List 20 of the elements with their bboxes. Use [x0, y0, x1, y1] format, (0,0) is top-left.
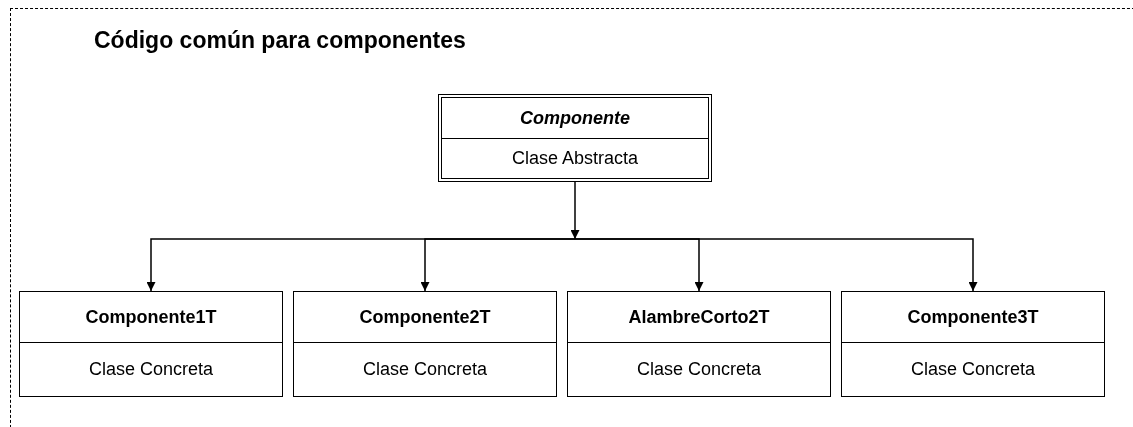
class-name: Componente2T: [294, 292, 556, 343]
class-type: Clase Concreta: [87, 358, 215, 381]
class-type: Clase Concreta: [909, 358, 1037, 381]
class-type: Clase Abstracta: [510, 147, 640, 170]
arrow: [570, 181, 580, 240]
group-title: Código común para componentes: [94, 27, 466, 54]
class-box: [19, 291, 283, 397]
abstract-class-box: [438, 94, 712, 182]
dashed-group-frame: [10, 8, 1133, 427]
class-name: Componente: [442, 98, 708, 139]
class-name: Componente1T: [20, 292, 282, 343]
class-name: Componente3T: [842, 292, 1104, 343]
class-box: [567, 291, 831, 397]
arrow: [574, 238, 978, 292]
class-box: [841, 291, 1105, 397]
class-box: [293, 291, 557, 397]
arrow: [420, 238, 576, 292]
class-type: Clase Concreta: [361, 358, 489, 381]
class-name: AlambreCorto2T: [568, 292, 830, 343]
class-type: Clase Concreta: [635, 358, 763, 381]
